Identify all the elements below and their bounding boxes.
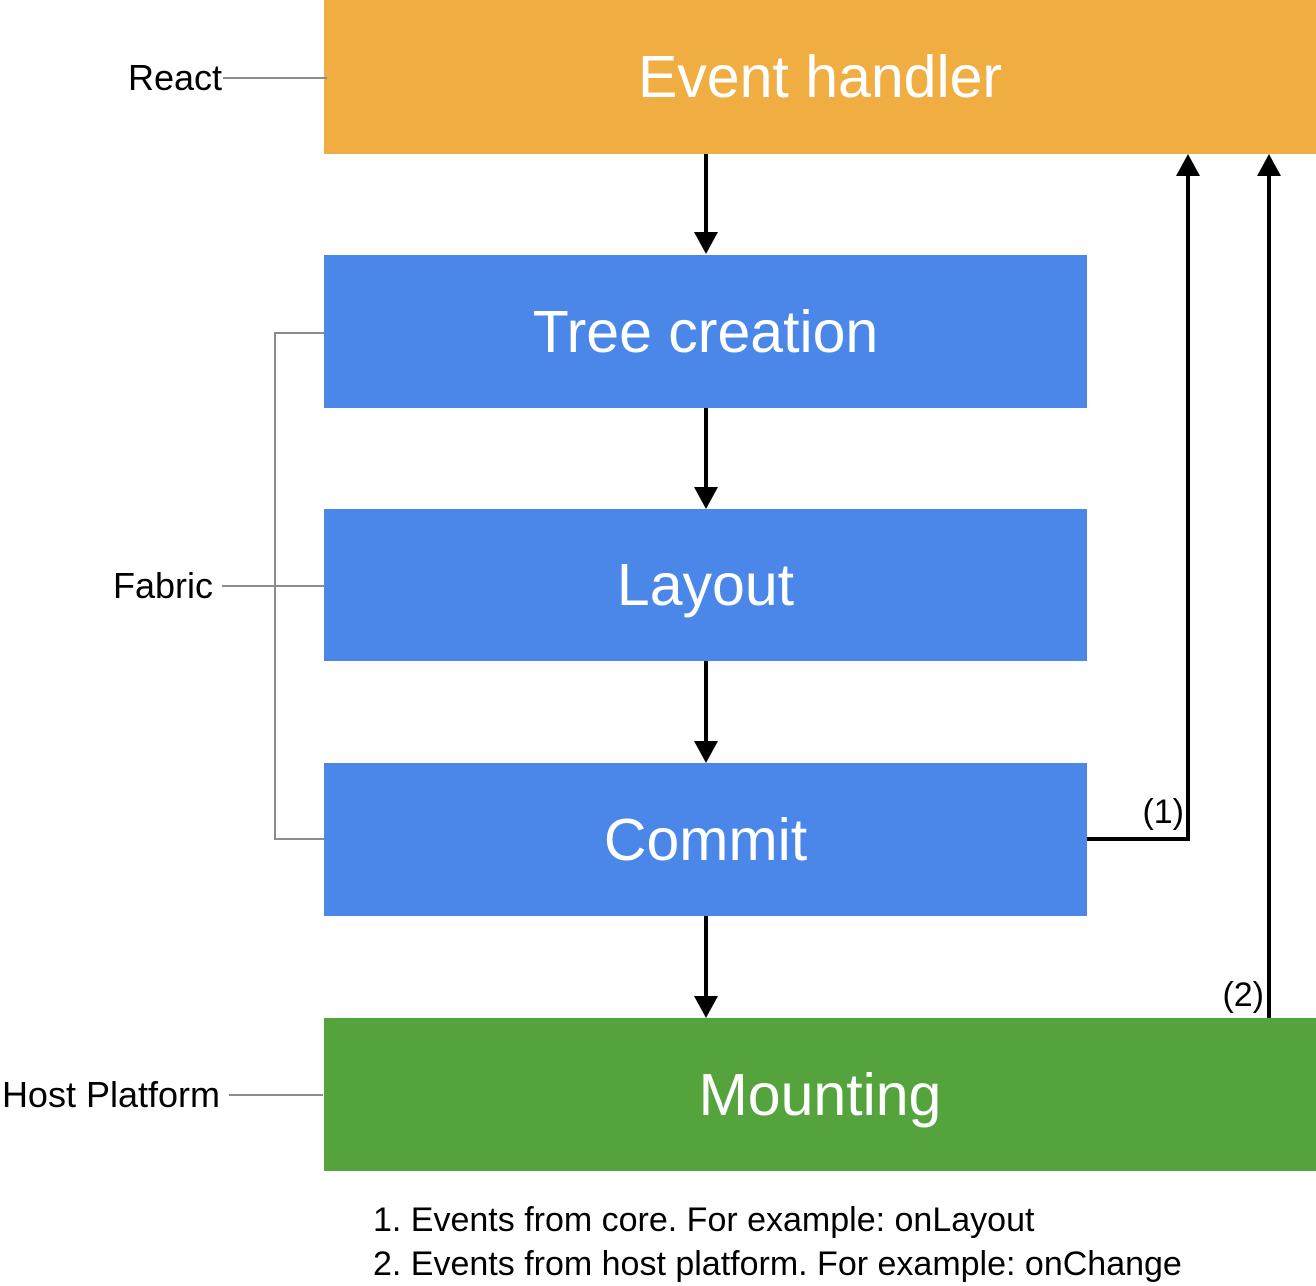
feedback-arrow-2-head-icon — [1257, 154, 1281, 176]
host-platform-connector-line — [229, 1094, 323, 1096]
commit-box: Commit — [324, 763, 1087, 916]
footnote-2: 2. Events from host platform. For exampl… — [373, 1245, 1182, 1283]
mounting-box: Mounting — [324, 1018, 1316, 1171]
commit-label: Commit — [603, 806, 808, 873]
feedback-arrow-1-horizontal-shaft — [1087, 837, 1190, 841]
fabric-connector-line — [222, 585, 324, 587]
feedback-arrow-2-vertical-shaft — [1267, 176, 1271, 1018]
arrow-treecreation-to-layout-shaft — [704, 408, 708, 488]
arrow-commit-to-mounting-head-icon — [694, 996, 718, 1018]
mounting-label: Mounting — [698, 1061, 942, 1128]
arrow-layout-to-commit-shaft — [704, 661, 708, 741]
arrow-eventhandler-to-treecreation-shaft — [704, 154, 708, 234]
fabric-bracket-vertical-line — [274, 332, 276, 840]
event-handler-label: Event handler — [637, 44, 1003, 110]
event-handler-box: Event handler — [324, 0, 1316, 154]
feedback-arrow-1-head-icon — [1176, 154, 1200, 176]
arrow-eventhandler-to-treecreation-head-icon — [694, 232, 718, 254]
fabric-layer-label: Fabric — [112, 565, 213, 606]
feedback-arrow-1-vertical-shaft — [1186, 176, 1190, 841]
fabric-bracket-bottom-line — [274, 838, 324, 840]
feedback-arrow-2-label: (2) — [1222, 976, 1264, 1014]
host-platform-layer-label: Host Platform — [1, 1074, 220, 1115]
arrow-treecreation-to-layout-head-icon — [694, 487, 718, 509]
react-connector-line — [223, 77, 327, 79]
react-layer-label: React — [127, 57, 222, 98]
fabric-bracket-top-line — [274, 332, 324, 334]
arrow-layout-to-commit-head-icon — [694, 741, 718, 763]
feedback-arrow-1-label: (1) — [1142, 793, 1184, 831]
tree-creation-label: Tree creation — [532, 298, 879, 365]
footnote-1: 1. Events from core. For example: onLayo… — [373, 1201, 1035, 1239]
tree-creation-box: Tree creation — [324, 255, 1087, 408]
layout-label: Layout — [616, 552, 795, 618]
arrow-commit-to-mounting-shaft — [704, 916, 708, 996]
layout-box: Layout — [324, 509, 1087, 661]
